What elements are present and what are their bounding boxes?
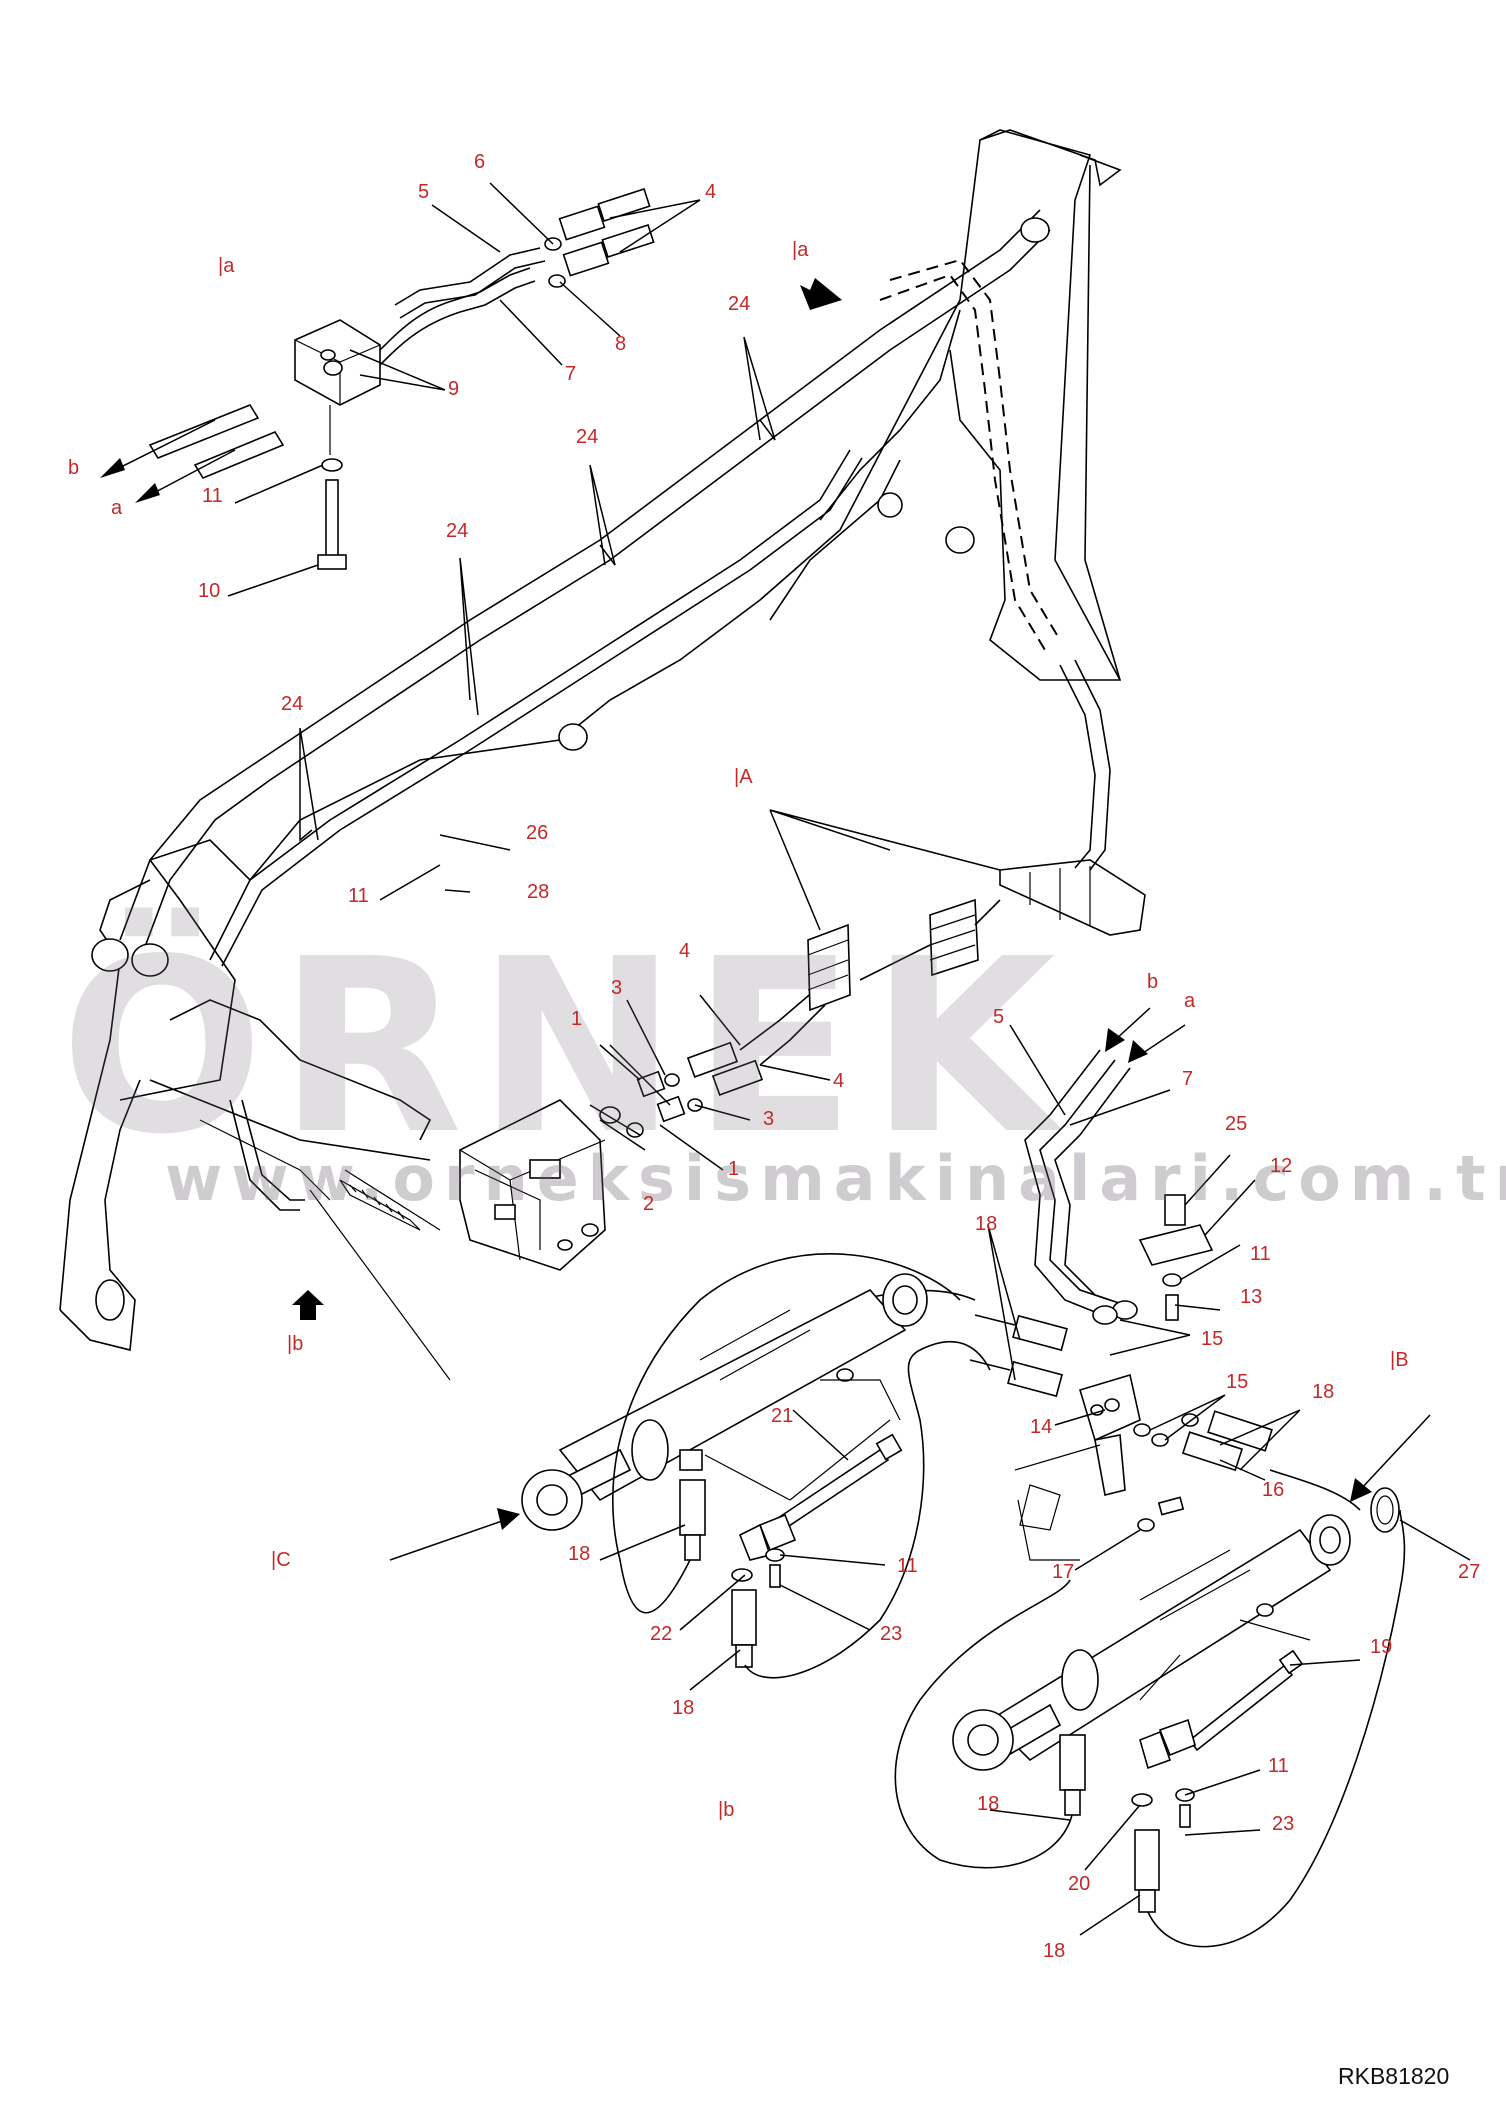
- ref-b: b: [1147, 971, 1158, 993]
- ref-B: |B: [1390, 1349, 1409, 1371]
- callout-28: 28: [527, 881, 549, 903]
- callout-13: 13: [1240, 1286, 1262, 1308]
- callout-6: 6: [474, 151, 485, 173]
- callout-4: 4: [705, 181, 716, 203]
- top-hose-assembly: [100, 188, 655, 570]
- drawing-code: RKB81820: [1338, 2063, 1449, 2089]
- callout-18: 18: [977, 1793, 999, 1815]
- callout-24: 24: [728, 293, 750, 315]
- callout-10: 10: [198, 580, 220, 602]
- ref-a: |a: [218, 255, 235, 277]
- callout-14: 14: [1030, 1416, 1052, 1438]
- callout-24: 24: [281, 693, 303, 715]
- callout-11: 11: [202, 485, 223, 507]
- callout-7: 7: [1182, 1068, 1193, 1090]
- callout-26: 26: [526, 822, 548, 844]
- leader-lines: [227, 182, 1471, 1936]
- callout-labels: 5 6 4 8 7 9 11 10 24 24 24 24 26 11 28 4…: [198, 151, 1480, 1962]
- callout-15: 15: [1201, 1328, 1223, 1350]
- watermark: ÖRNEK www.orneksismakinalari.com.tr: [60, 906, 1506, 1215]
- ref-b: |b: [287, 1333, 303, 1355]
- callout-16: 16: [1262, 1479, 1284, 1501]
- callout-24: 24: [446, 520, 468, 542]
- reference-labels: |a |a b a |A b a |b |B |C |b: [68, 239, 1409, 1821]
- callout-11: 11: [348, 885, 369, 907]
- callout-27: 27: [1458, 1561, 1480, 1583]
- callout-18: 18: [975, 1213, 997, 1235]
- callout-24: 24: [576, 426, 598, 448]
- callout-11: 11: [1268, 1755, 1289, 1777]
- callout-18: 18: [1043, 1940, 1065, 1962]
- callout-19: 19: [1370, 1636, 1392, 1658]
- ref-a: a: [1184, 990, 1196, 1012]
- callout-4: 4: [679, 940, 690, 962]
- ref-C: |C: [271, 1549, 291, 1571]
- callout-20: 20: [1068, 1873, 1090, 1895]
- callout-23: 23: [1272, 1813, 1294, 1835]
- callout-7: 7: [565, 363, 576, 385]
- callout-9: 9: [448, 378, 459, 400]
- callout-17: 17: [1052, 1561, 1074, 1583]
- callout-11: 11: [1250, 1243, 1271, 1265]
- callout-3: 3: [763, 1108, 774, 1130]
- callout-23: 23: [880, 1623, 902, 1645]
- ref-a: |a: [792, 239, 809, 261]
- watermark-brand: ÖRNEK: [60, 906, 1070, 1187]
- callout-22: 22: [650, 1623, 672, 1645]
- callout-12: 12: [1270, 1155, 1292, 1177]
- control-valve: [459, 1099, 606, 1271]
- ref-a: a: [111, 497, 123, 519]
- callout-25: 25: [1225, 1113, 1247, 1135]
- cylinder-left: [521, 1253, 991, 1679]
- callout-3: 3: [611, 977, 622, 999]
- callout-5: 5: [418, 181, 429, 203]
- callout-1: 1: [571, 1008, 582, 1030]
- callout-15: 15: [1226, 1371, 1248, 1393]
- cylinder-right: [894, 1487, 1406, 1948]
- callout-5: 5: [993, 1006, 1004, 1028]
- callout-11: 11: [897, 1555, 918, 1577]
- ref-b: |b: [718, 1799, 734, 1821]
- boom-structure: [59, 129, 1122, 1381]
- right-tubes-manifold: [859, 1049, 1361, 1561]
- callout-18: 18: [568, 1543, 590, 1565]
- callout-1: 1: [728, 1158, 739, 1180]
- callout-18: 18: [1312, 1381, 1334, 1403]
- ref-b: b: [68, 457, 79, 479]
- callout-2: 2: [643, 1193, 654, 1215]
- callout-8: 8: [615, 333, 626, 355]
- callout-4: 4: [833, 1070, 844, 1092]
- ref-A: |A: [734, 766, 753, 788]
- callout-21: 21: [771, 1405, 793, 1427]
- callout-18: 18: [672, 1697, 694, 1719]
- watermark-url: www.orneksismakinalari.com.tr: [165, 1142, 1506, 1215]
